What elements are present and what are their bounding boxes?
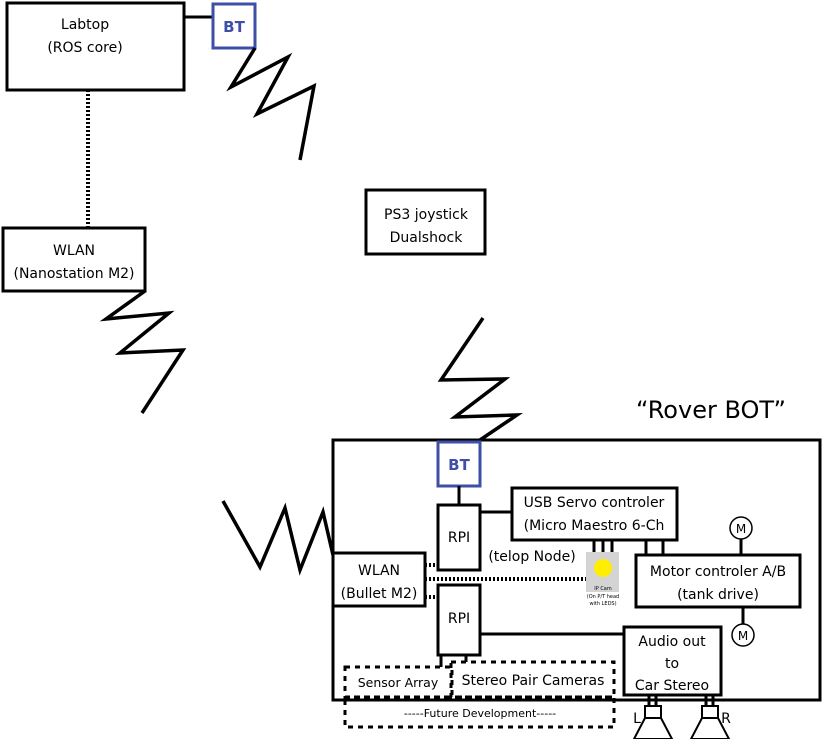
ipcam-sublabel-2: with LEDS): [589, 601, 616, 607]
speaker-right-label: R: [721, 711, 731, 727]
rover-bt-label: BT: [448, 456, 470, 474]
wireless-signal-laptop-bt: [226, 47, 317, 161]
ipcam-sublabel: (On P/T head: [587, 594, 619, 600]
rpi2-label: RPI: [448, 611, 470, 627]
motor-icon: M: [729, 516, 753, 540]
motor-symbol: M: [736, 522, 746, 536]
speaker-left-label: L: [633, 711, 641, 727]
audio-sublabel: to: [665, 656, 679, 672]
rover-title: “Rover BOT”: [636, 396, 786, 424]
rpi-secondary: RPI: [436, 583, 482, 657]
audio-sublabel-2: Car Stereo: [635, 678, 709, 694]
laptop-label: Labtop: [61, 17, 109, 33]
motor-label: Motor controler A/B: [650, 564, 786, 580]
bt-label: BT: [223, 18, 245, 36]
usb-servo-controller: USB Servo controler (Micro Maestro 6-Ch: [510, 486, 679, 542]
stereo-cameras-label: Stereo Pair Cameras: [462, 673, 605, 689]
servo-label: USB Servo controler: [524, 495, 665, 511]
wlan-base-label: WLAN: [53, 243, 95, 259]
motor-symbol: M: [738, 629, 748, 643]
bt-module-laptop: BT: [211, 2, 257, 50]
ipcam-label: IP Cam: [594, 586, 612, 592]
wireless-signal-rover-bt: [437, 317, 524, 442]
laptop-sublabel: (ROS core): [47, 40, 122, 56]
future-development-label: -----Future Development-----: [404, 707, 556, 720]
wireless-signal-wlan-base: [99, 289, 187, 414]
ps3-joystick-node: PS3 joystick Dualshock: [364, 188, 487, 256]
servo-sublabel: (Micro Maestro 6-Ch: [524, 518, 665, 534]
future-development: -----Future Development-----: [343, 695, 616, 729]
sensor-array-label: Sensor Array: [358, 675, 439, 690]
wlan-rover-node: WLAN (Bullet M2): [331, 551, 427, 608]
ps3-label: PS3 joystick: [384, 207, 469, 223]
ip-camera: IP Cam (On P/T head with LEDS): [586, 552, 619, 607]
audio-out: Audio out to Car Stereo: [622, 625, 723, 697]
led-icon: [594, 559, 612, 577]
ps3-sublabel: Dualshock: [390, 230, 464, 246]
bt-module-rover: BT: [436, 440, 482, 488]
laptop-node: Labtop (ROS core): [5, 1, 186, 92]
rpi-teleop: RPI: [436, 503, 482, 572]
motor-sublabel: (tank drive): [677, 587, 759, 603]
audio-label: Audio out: [638, 634, 706, 650]
wireless-signal-rover-wlan: [221, 500, 335, 576]
motor-controller: Motor controler A/B (tank drive): [634, 553, 802, 609]
speaker-right-icon: [689, 695, 731, 739]
wlan-base-node: WLAN (Nanostation M2): [1, 226, 147, 293]
speaker-left-icon: [632, 695, 674, 739]
wlan-base-sublabel: (Nanostation M2): [13, 266, 134, 282]
motor-icon: M: [731, 623, 755, 647]
teleop-node-label: (telop Node): [488, 549, 575, 565]
wlan-rover-sublabel: (Bullet M2): [341, 586, 418, 602]
rpi1-label: RPI: [448, 530, 470, 546]
wlan-rover-label: WLAN: [358, 563, 400, 579]
stereo-cameras: Stereo Pair Cameras: [449, 660, 616, 699]
